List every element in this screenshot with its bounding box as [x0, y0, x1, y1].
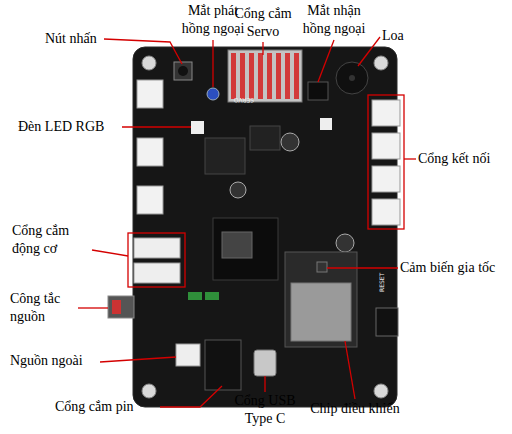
smd-part: [188, 292, 202, 300]
callout-label: Đèn LED RGB: [18, 118, 104, 136]
callout-label: Cổng cắm Servo: [223, 5, 303, 41]
silkscreen-text: SERVO: [234, 97, 254, 104]
connector: [137, 138, 163, 166]
leader-line: [160, 386, 222, 407]
callout-label: Công tắc nguồn: [10, 290, 90, 326]
leader-lines: [78, 37, 416, 407]
header-pin: [240, 53, 245, 99]
leader-line: [318, 40, 334, 82]
connector: [372, 199, 400, 225]
connector: [137, 80, 163, 108]
ic-chip: [250, 126, 280, 150]
push-button-cap: [178, 66, 188, 76]
callout-label: Chip điều khiển: [300, 400, 410, 418]
pcb-board: [133, 47, 397, 407]
barrel-jack: [205, 340, 241, 390]
callout-label: Nút nhấn: [45, 30, 97, 48]
leader-line: [327, 267, 398, 268]
header-pin: [258, 53, 263, 99]
silkscreen-text: RESET: [378, 273, 385, 292]
push-button: [174, 62, 192, 80]
highlight-box: [128, 233, 185, 287]
motor-connector: [134, 238, 180, 258]
callout-label: Cổng cắm pin: [55, 398, 134, 416]
inductor: [222, 232, 252, 258]
buzzer: [336, 62, 368, 94]
connector: [137, 186, 163, 214]
mounting-hole: [142, 56, 156, 70]
leader-line: [122, 126, 191, 127]
rf-shield: [291, 283, 351, 341]
rgb-led: [320, 118, 332, 130]
connector: [372, 166, 400, 192]
callout-label: Loa: [382, 27, 404, 45]
accelerometer-chip: [317, 262, 327, 272]
leader-line: [262, 42, 263, 55]
esp32-module: [285, 252, 357, 347]
rgb-led: [191, 121, 204, 134]
callout-label: Cổng cắm động cơ: [12, 222, 92, 258]
header-pin: [285, 53, 290, 99]
connector: [372, 100, 400, 126]
leader-line: [212, 40, 213, 87]
leader-line: [92, 250, 128, 256]
switch-toggle: [112, 300, 121, 314]
reset-button: [376, 308, 398, 336]
leader-line: [345, 341, 355, 399]
callout-label: Cổng kết nối: [418, 150, 490, 168]
dc-dc-module: [213, 218, 278, 280]
buzzer-hole: [349, 75, 355, 81]
leader-line: [358, 37, 380, 66]
callout-label: Cảm biến gia tốc: [400, 259, 495, 277]
ir-emitter: [207, 88, 219, 100]
leader-line: [404, 158, 416, 159]
capacitor: [281, 133, 299, 151]
highlight-box: [368, 95, 404, 229]
smd-part: [205, 292, 219, 300]
callout-label: Cổng USB Type C: [225, 392, 305, 428]
callout-label: Nguồn ngoài: [10, 352, 83, 370]
header-pin: [231, 53, 236, 99]
capacitor: [230, 182, 246, 198]
header-pin: [294, 53, 299, 99]
leader-line: [264, 376, 265, 392]
connector: [372, 133, 400, 159]
ic-chip: [205, 138, 245, 174]
header-pin: [276, 53, 281, 99]
callout-label: Mắt nhận hồng ngoại: [294, 2, 374, 38]
header-pin: [249, 53, 254, 99]
leader-line: [104, 39, 182, 64]
ir-receiver: [308, 82, 328, 100]
capacitor: [336, 234, 354, 252]
servo-header: [228, 50, 302, 102]
usb-c-port: [254, 350, 276, 376]
mounting-hole: [142, 384, 156, 398]
power-switch: [108, 296, 134, 318]
header-pin: [267, 53, 272, 99]
mounting-hole: [374, 56, 388, 70]
leader-line: [100, 357, 176, 362]
mounting-hole: [374, 384, 388, 398]
battery-connector: [176, 344, 200, 366]
motor-connector: [134, 263, 180, 283]
leader-line: [78, 307, 108, 308]
